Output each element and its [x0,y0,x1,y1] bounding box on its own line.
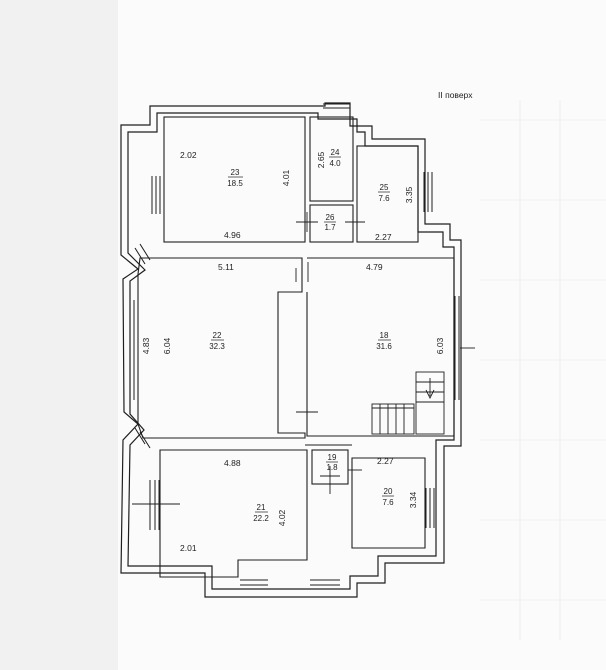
room-number: 22 [213,331,222,340]
room-number: 23 [231,168,240,177]
room-area: 7.6 [378,194,390,203]
staircase [371,371,445,435]
dimension-label: 6.03 [435,337,445,354]
room-number: 21 [257,503,266,512]
room-area: 22.2 [253,514,269,523]
dimension-label: 2.01 [180,543,197,553]
room-number: 19 [328,453,337,462]
room-number: 18 [380,331,389,340]
dimension-label: 2.02 [180,150,197,160]
room-area: 31.6 [376,342,392,351]
dimension-label: 4.83 [141,337,151,354]
dimension-label: 4.02 [277,509,287,526]
dimension-label: 4.96 [224,230,241,240]
dimension-label: 2.27 [375,232,392,242]
dimension-label: 3.34 [408,491,418,508]
dimension-label: 2.27 [377,456,394,466]
background-grid [480,100,606,640]
dimension-label: 6.04 [162,337,172,354]
room-fraction-bars [211,156,394,513]
interior-walls [137,116,455,578]
room-area: 7.6 [382,498,394,507]
room-area: 32.3 [209,342,225,351]
room-number: 24 [331,148,340,157]
windows [129,103,460,586]
room-labels: 23 18.5 24 4.0 25 7.6 26 1.7 22 32.3 18 … [209,148,394,523]
outer-walls [120,102,462,598]
dimension-label: 3.35 [404,186,414,203]
room-number: 25 [380,183,389,192]
dimension-labels-horizontal: 2.02 4.96 2.27 5.11 4.79 4.88 2.27 2.01 [180,150,394,553]
room-area: 1.7 [324,223,336,232]
dimension-label: 4.79 [366,262,383,272]
dimension-label: 4.01 [281,169,291,186]
room-area: 1.8 [326,463,338,472]
dimension-label: 2.65 [316,151,326,168]
floor-title: II поверх [438,90,473,100]
room-area: 4.0 [329,159,341,168]
door-markers [132,212,475,512]
left-margin [0,0,118,670]
dimension-label: 5.11 [218,262,234,272]
room-number: 20 [384,487,393,496]
paper-sheet [118,0,606,670]
dimension-labels-vertical: 4.01 2.65 3.35 4.83 6.04 6.03 3.34 4.02 [141,151,445,526]
room-area: 18.5 [227,179,243,188]
dimension-label: 4.88 [224,458,241,468]
room-number: 26 [326,213,335,222]
